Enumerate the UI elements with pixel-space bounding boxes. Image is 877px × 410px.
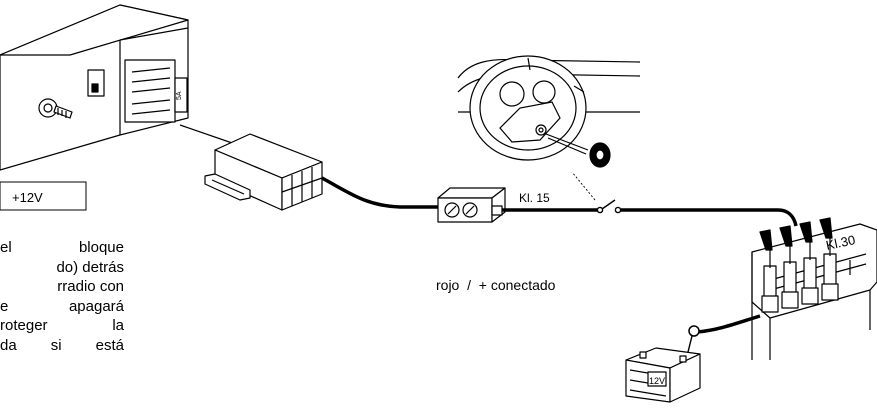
battery-lead bbox=[687, 335, 693, 353]
iso-connector-icon bbox=[204, 133, 323, 211]
wire-caption: rojo / + conectado bbox=[436, 277, 556, 293]
ignition-key-icon bbox=[545, 133, 611, 168]
terminal-30-label: Kl.30 bbox=[825, 232, 857, 253]
ignition-switch-icon bbox=[596, 199, 622, 214]
ring-terminal-icon bbox=[688, 325, 700, 337]
ground-cable bbox=[696, 314, 761, 334]
radio-unit-icon bbox=[0, 4, 189, 171]
fuse-label: 5A bbox=[176, 91, 183, 100]
fuse-box-icon bbox=[751, 217, 877, 360]
voltage-label: +12V bbox=[12, 190, 43, 205]
inline-connector-icon bbox=[437, 187, 506, 223]
note-line: e apagará bbox=[0, 297, 124, 315]
battery-label: 12V bbox=[649, 376, 665, 386]
note-line: rradio con bbox=[57, 278, 124, 295]
terminal-15-label: Kl. 15 bbox=[519, 191, 550, 205]
main-cable bbox=[321, 176, 438, 209]
steering-wheel-icon bbox=[457, 55, 641, 161]
radio-connector-wire bbox=[179, 124, 239, 146]
cable-to-fusebox bbox=[621, 208, 798, 227]
note-text: el bloque do) detrás rradio con e apagar… bbox=[0, 238, 124, 355]
voltage-box bbox=[0, 181, 87, 211]
note-line: roteger la bbox=[0, 317, 124, 334]
battery-icon bbox=[625, 347, 701, 403]
switch-link-line bbox=[571, 171, 596, 201]
note-line: do) detrás bbox=[56, 258, 124, 276]
note-line: da si está bbox=[0, 336, 124, 354]
note-line: el bloque bbox=[0, 239, 124, 256]
